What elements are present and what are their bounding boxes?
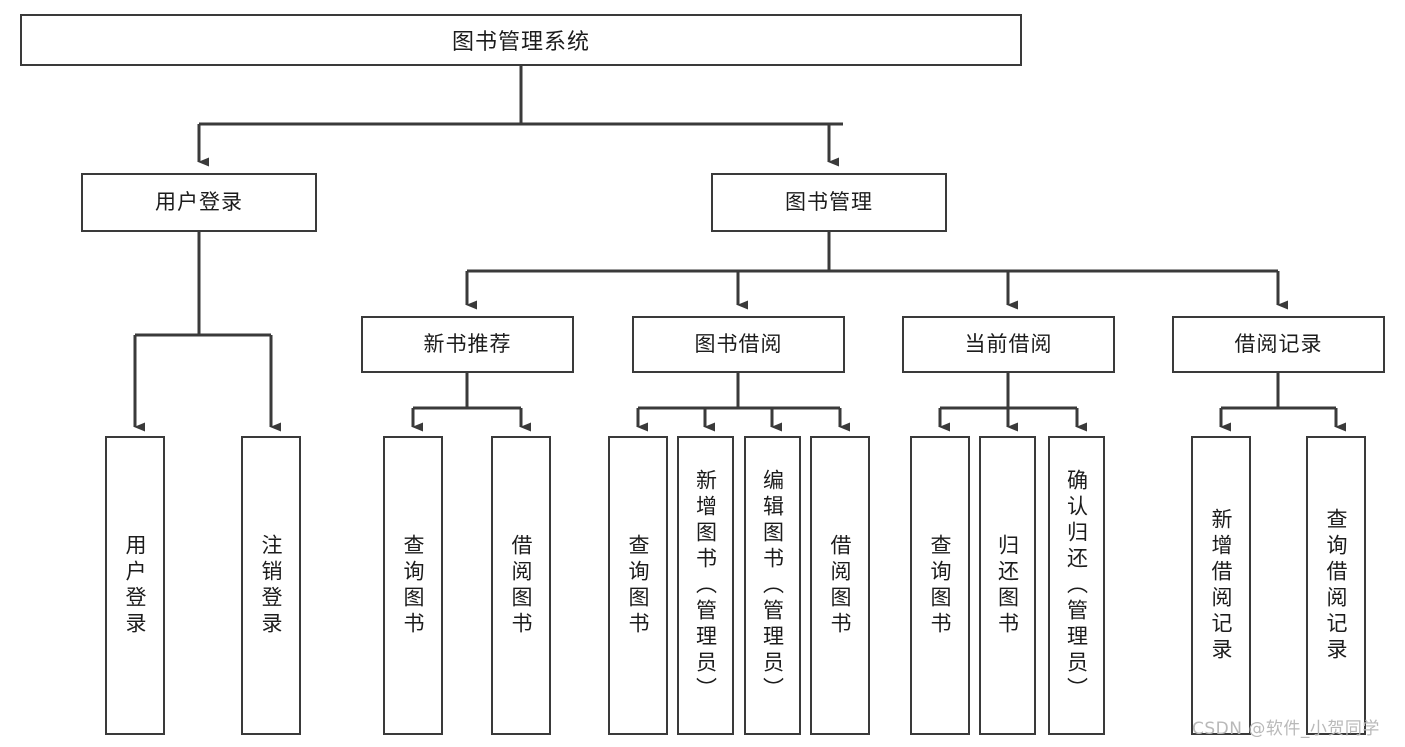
leaf-return-book[interactable]: 归还图书 [979,436,1036,735]
leaf-borrow-book-1[interactable]: 借阅图书 [491,436,551,735]
leaf-confirm-return[interactable]: 确认归还（管理员） [1048,436,1105,735]
node-book-management[interactable]: 图书管理 [711,173,947,232]
leaf-query-book-3[interactable]: 查询图书 [910,436,970,735]
node-root-system[interactable]: 图书管理系统 [20,14,1022,66]
leaf-borrow-book-2[interactable]: 借阅图书 [810,436,870,735]
leaf-query-book-2[interactable]: 查询图书 [608,436,668,735]
leaf-add-book[interactable]: 新增图书（管理员） [677,436,734,735]
node-user-login[interactable]: 用户登录 [81,173,317,232]
node-current-borrow[interactable]: 当前借阅 [902,316,1115,373]
leaf-edit-book[interactable]: 编辑图书（管理员） [744,436,801,735]
leaf-logout-login[interactable]: 注销登录 [241,436,301,735]
leaf-query-record[interactable]: 查询借阅记录 [1306,436,1366,735]
node-book-borrow[interactable]: 图书借阅 [632,316,845,373]
node-borrow-record[interactable]: 借阅记录 [1172,316,1385,373]
leaf-user-login[interactable]: 用户登录 [105,436,165,735]
leaf-query-book-1[interactable]: 查询图书 [383,436,443,735]
csdn-watermark: CSDN @软件_小贺同学 [1192,719,1380,739]
leaf-add-record[interactable]: 新增借阅记录 [1191,436,1251,735]
node-new-book-recommend[interactable]: 新书推荐 [361,316,574,373]
